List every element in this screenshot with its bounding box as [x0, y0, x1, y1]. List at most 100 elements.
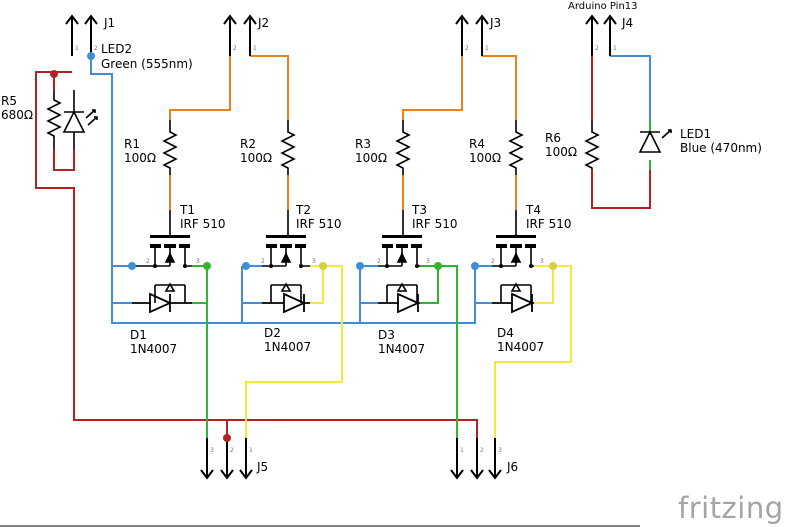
- pin-number: 3: [312, 258, 316, 265]
- label-t3: T3: [411, 203, 427, 217]
- label-d1: D1: [130, 328, 147, 342]
- label-t2-value: IRF 510: [296, 217, 342, 231]
- wire-orange-j2-r1[interactable]: [169, 56, 231, 120]
- junction-dots: [50, 52, 557, 442]
- r2-symbol[interactable]: [280, 120, 296, 175]
- junction-dot: [529, 264, 533, 268]
- junction-dot: [471, 262, 479, 270]
- junction-dot: [50, 70, 58, 78]
- led1-symbol[interactable]: [638, 129, 672, 153]
- d4-symbol[interactable]: [492, 292, 535, 314]
- j6-pin2-arrow[interactable]: [470, 438, 484, 480]
- junction-dot: [356, 262, 364, 270]
- led2-symbol[interactable]: [62, 90, 98, 150]
- wire-yellow-t2-j5[interactable]: [245, 265, 343, 438]
- label-r6: R6: [545, 131, 561, 145]
- pin-number: 3: [196, 258, 200, 265]
- label-led2-value: Green (555nm): [101, 57, 193, 71]
- label-r1-value: 100Ω: [124, 151, 156, 165]
- label-r2: R2: [240, 137, 256, 151]
- label-j3: J3: [489, 16, 501, 30]
- wire-green-t3-j6[interactable]: [420, 265, 458, 438]
- j3-pin1-arrow[interactable]: [455, 14, 469, 56]
- junction-dot: [319, 262, 327, 270]
- pin-number: 2: [261, 258, 265, 265]
- r4-symbol[interactable]: [508, 120, 524, 175]
- wire-green-t1-j5[interactable]: [192, 265, 208, 438]
- wire-red-r6-led1[interactable]: [591, 170, 651, 209]
- labels: J1 J2 J3 Arduino Pin13 J4 J5 J6 LED2 Gre…: [1, 1, 762, 474]
- junction-dot: [242, 262, 250, 270]
- r1-symbol[interactable]: [162, 120, 178, 175]
- wire-yellow-t4-j6[interactable]: [494, 265, 572, 438]
- label-t4-value: IRF 510: [526, 217, 572, 231]
- fritzing-logo: fritzing: [678, 491, 784, 525]
- r5-symbol[interactable]: [46, 90, 62, 150]
- d1-symbol[interactable]: [132, 292, 192, 314]
- wire-layer: [35, 55, 651, 438]
- j1-pin2-arrow[interactable]: [84, 14, 98, 56]
- wire-blue-j4-led1[interactable]: [610, 55, 651, 120]
- junction-dot: [183, 264, 187, 268]
- pin-number: 2: [465, 45, 469, 52]
- label-j2: J2: [257, 16, 269, 30]
- label-r4-value: 100Ω: [469, 151, 501, 165]
- label-d2: D2: [264, 326, 281, 340]
- r3-symbol[interactable]: [395, 120, 411, 175]
- wire-blue-t2-t3[interactable]: [242, 265, 378, 324]
- j1-pin1-arrow[interactable]: [65, 14, 79, 56]
- label-d3-value: 1N4007: [378, 342, 425, 356]
- diodes: [132, 292, 535, 314]
- j2-pin2-arrow[interactable]: [243, 14, 257, 56]
- wire-orange-j2-r2[interactable]: [250, 55, 289, 120]
- junction-dot: [128, 262, 136, 270]
- label-d2-value: 1N4007: [264, 340, 311, 354]
- junction-dot: [223, 434, 231, 442]
- wire-blue-led2-t1[interactable]: [90, 56, 262, 324]
- resistors: [46, 90, 600, 175]
- connector-arrows: [65, 14, 617, 480]
- label-j1: J1: [103, 16, 115, 30]
- pin-number: 3: [210, 447, 214, 454]
- label-r5: R5: [1, 94, 17, 108]
- label-d3: D3: [378, 328, 395, 342]
- label-r1: R1: [124, 137, 140, 151]
- j3-pin2-arrow[interactable]: [475, 14, 489, 56]
- wire-red-r5-bottom[interactable]: [53, 150, 75, 171]
- junction-dot: [385, 264, 389, 268]
- junction-dot: [549, 262, 557, 270]
- wire-orange-j3-r4[interactable]: [482, 55, 517, 120]
- junction-dot: [153, 264, 157, 268]
- junction-dot: [415, 264, 419, 268]
- j4-pin1-arrow[interactable]: [585, 14, 599, 56]
- junction-dot: [499, 264, 503, 268]
- label-t1: T1: [179, 203, 195, 217]
- j4-pin2-arrow[interactable]: [603, 14, 617, 56]
- wire-blue-t3-t4[interactable]: [360, 265, 492, 324]
- label-led1-ref: LED1: [680, 127, 711, 141]
- pin-number: 2: [230, 447, 234, 454]
- j5-pin3-arrow[interactable]: [239, 438, 253, 480]
- label-led1-value: Blue (470nm): [680, 141, 762, 155]
- wire-orange-j3-r3[interactable]: [402, 56, 463, 120]
- pin-number: 1: [253, 45, 257, 52]
- j6-pin1-arrow[interactable]: [450, 438, 464, 480]
- label-led2-ref: LED2: [101, 42, 132, 56]
- j6-pin3-arrow[interactable]: [488, 438, 502, 480]
- d3-symbol[interactable]: [378, 292, 421, 314]
- j2-pin1-arrow[interactable]: [223, 14, 237, 56]
- pin-number: 2: [146, 258, 150, 265]
- d2-symbol[interactable]: [262, 292, 310, 314]
- label-r4: R4: [469, 137, 485, 151]
- r6-symbol[interactable]: [584, 120, 600, 170]
- wire-red-r5-loop[interactable]: [35, 71, 478, 438]
- label-t2: T2: [295, 203, 311, 217]
- label-j4-note: Arduino Pin13: [568, 1, 638, 12]
- label-r5-value: 680Ω: [1, 108, 33, 122]
- pin-number: 2: [233, 45, 237, 52]
- label-d1-value: 1N4007: [130, 342, 177, 356]
- pin-number: 1: [75, 45, 79, 52]
- j5-pin1-arrow[interactable]: [200, 438, 214, 480]
- j5-pin2-arrow[interactable]: [220, 438, 234, 480]
